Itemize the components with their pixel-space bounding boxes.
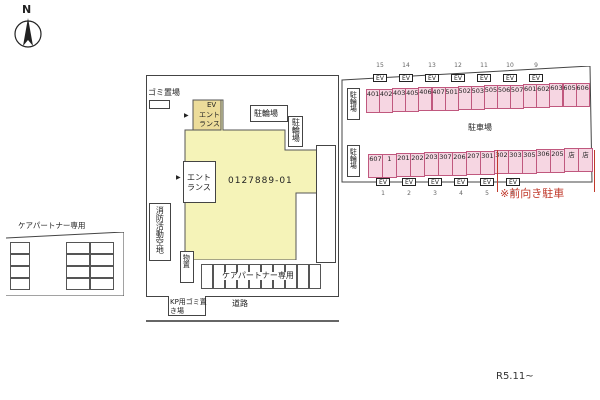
bottom-row-slot-number: 201 <box>397 154 410 163</box>
bicycle-label-1: 駐輪場 <box>254 109 278 118</box>
forward-parking-note: ※前向き駐車 <box>500 187 565 200</box>
bottom-row-slot-number: 302 <box>495 151 508 160</box>
bottom-row-slot-number: 1 <box>387 154 392 163</box>
top-ev-number: 12 <box>454 62 462 69</box>
top-row-slot-number: 505 <box>484 86 498 95</box>
fire-area <box>149 203 171 261</box>
compass-icon <box>14 18 42 48</box>
bottom-ev-number: 6 <box>511 190 515 197</box>
bottom-row-slot-number: 301 <box>481 151 494 160</box>
top-row-slot-number: 501 <box>445 87 458 96</box>
parking-lot-outline <box>340 65 594 186</box>
top-ev-charger: EV <box>373 74 387 82</box>
bottom-row-slot-number: 607 <box>369 155 382 163</box>
north-arrow: N <box>8 4 48 52</box>
top-ev-charger: EV <box>503 74 517 82</box>
top-ev-charger: EV <box>529 74 543 82</box>
top-row-slot-number: 601 <box>524 85 537 94</box>
ev-label-building: EV <box>207 101 217 109</box>
entrance-arrow-1: ▶ <box>184 112 189 119</box>
bottom-ev-number: 5 <box>485 190 489 197</box>
care-partner-left-label: ケアパートナー専用 <box>18 221 86 230</box>
top-row-slot <box>575 82 590 107</box>
top-row-slot-number: 605 <box>563 84 576 92</box>
bicycle-parking-2 <box>288 116 303 147</box>
top-row-slot-number: 405 <box>406 88 419 97</box>
top-row-slot-number: 402 <box>379 89 393 98</box>
bottom-ev-number: 4 <box>459 190 463 197</box>
top-row-slot-number: 506 <box>497 86 511 94</box>
top-ev-charger: EV <box>451 74 465 82</box>
side-structure <box>316 145 336 263</box>
bottom-row-slot-number: 207 <box>467 152 480 161</box>
bottom-row-slot-number: 305 <box>523 150 536 159</box>
bottom-ev-number: 2 <box>407 190 411 197</box>
storage-label: 物置 <box>182 254 191 268</box>
top-ev-number: 9 <box>534 62 538 69</box>
top-row-slot-number: 606 <box>576 83 589 92</box>
forward-parking-divider-2 <box>594 150 595 192</box>
top-row-slot-number: 503 <box>471 86 485 95</box>
storage-box <box>180 251 194 283</box>
garbage-area-label: ゴミ置場 <box>148 88 180 97</box>
bottom-row-slot-number: 206 <box>453 152 466 161</box>
kp-garbage-label: KP用ゴミ置き場 <box>170 298 207 315</box>
bottom-ev-charger: EV <box>480 178 494 186</box>
bicycle-label-3: 駐輪場 <box>349 91 358 112</box>
bottom-row-slot-number: 205 <box>551 149 564 158</box>
bottom-ev-charger: EV <box>428 178 442 186</box>
top-row-slot-number: 603 <box>550 84 563 93</box>
top-ev-number: 11 <box>480 62 488 69</box>
top-row-slot-number: 403 <box>393 89 406 98</box>
top-row-slot-number: 407 <box>432 88 445 96</box>
garbage-area <box>149 100 170 109</box>
bicycle-label-2: 駐輪場 <box>291 118 301 142</box>
bicycle-parking-3 <box>347 88 360 120</box>
date-label: R5.11~ <box>496 371 534 382</box>
top-ev-charger: EV <box>399 74 413 82</box>
bottom-row-slot-number: 203 <box>425 153 438 162</box>
kp-garbage-area <box>168 296 206 316</box>
forward-parking-divider <box>497 150 498 192</box>
bicycle-label-4: 駐輪場 <box>349 148 358 169</box>
parking-label: 駐車場 <box>468 123 492 132</box>
fire-area-label: 消防活動空地 <box>155 206 165 254</box>
top-ev-number: 15 <box>376 62 384 69</box>
bottom-ev-charger: EV <box>506 178 520 186</box>
bottom-row-slot-number: 303 <box>509 151 522 159</box>
north-label: N <box>22 3 32 16</box>
bicycle-parking-4 <box>347 145 360 177</box>
bottom-ev-number: 3 <box>433 190 437 197</box>
entrance-main-label: エントランス <box>187 173 211 192</box>
entrance-arrow-2: ▶ <box>176 174 181 181</box>
top-ev-number: 14 <box>402 62 410 69</box>
road-label: 道路 <box>232 299 248 308</box>
bicycle-parking-1 <box>250 105 288 122</box>
top-ev-number: 10 <box>506 62 514 69</box>
top-row-slot-number: 602 <box>537 84 550 93</box>
top-row-slot-number: 502 <box>458 87 471 96</box>
top-row-slot-number: 401 <box>366 90 380 98</box>
care-partner-bottom-label: ケアパートナー専用 <box>220 271 296 281</box>
top-ev-charger: EV <box>425 74 439 82</box>
bottom-ev-charger: EV <box>454 178 468 186</box>
bottom-row-slot-number: 307 <box>439 153 452 161</box>
top-ev-number: 13 <box>428 62 436 69</box>
bottom-ev-charger: EV <box>402 178 416 186</box>
bottom-row-slot <box>578 148 593 172</box>
entrance-main-box <box>183 161 216 203</box>
top-row-slot-number: 406 <box>419 88 432 97</box>
top-ev-charger: EV <box>477 74 491 82</box>
top-row-slot-number: 507 <box>510 85 524 94</box>
bottom-row-slot-number: 店 <box>568 151 575 160</box>
building-code: 0127889-01 <box>228 176 293 186</box>
bottom-row-slot-number: 306 <box>537 150 550 159</box>
entrance-small-label: エントランス <box>199 111 220 128</box>
road-line <box>146 320 339 322</box>
bottom-ev-number: 1 <box>381 190 385 197</box>
bottom-row-slot-number: 202 <box>411 153 424 162</box>
bottom-row-slot-number: 店 <box>582 151 589 159</box>
bottom-ev-charger: EV <box>376 178 390 186</box>
